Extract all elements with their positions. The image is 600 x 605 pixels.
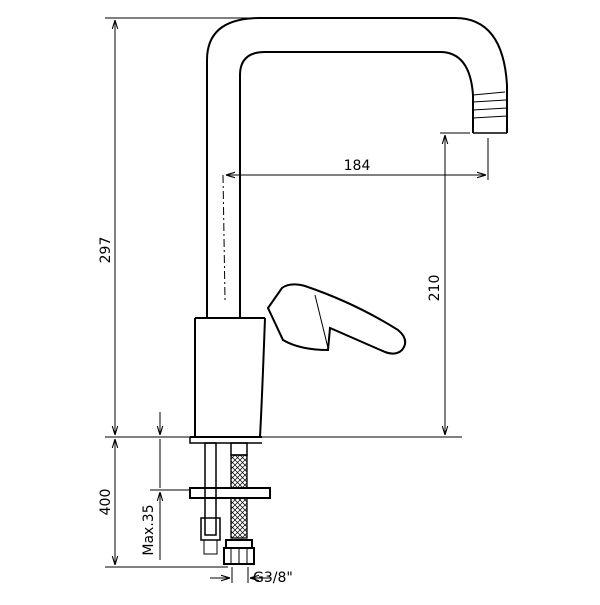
dim-label-max35: Max.35 [141,504,157,555]
lever-handle [266,283,407,355]
spout [206,17,508,318]
faucet-body [189,317,266,444]
dim-label-400: 400 [98,489,114,516]
dim-label-thread: G3/8" [253,570,293,586]
mounting-assembly [189,442,271,565]
dim-label-210: 210 [427,275,443,302]
dim-label-297: 297 [98,237,114,264]
dim-label-184: 184 [344,158,371,174]
dimension-lines [105,17,489,583]
